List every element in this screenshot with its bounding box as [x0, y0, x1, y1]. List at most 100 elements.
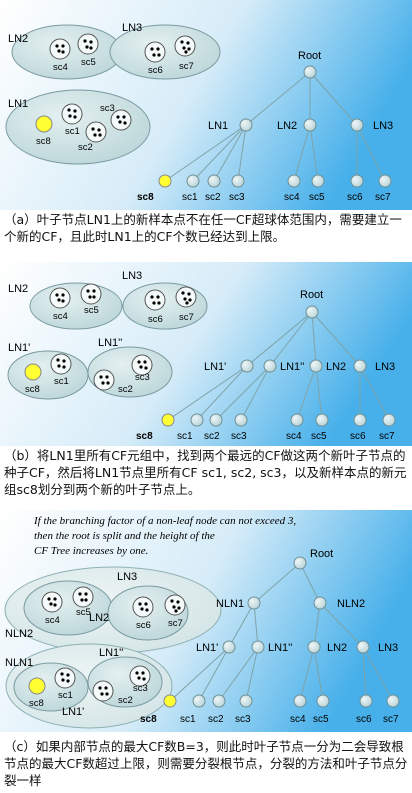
- tree-node-ln2: [307, 640, 321, 654]
- tree-label-root: Root: [310, 548, 333, 560]
- tree-leaf-label: sc2: [208, 714, 224, 725]
- tree-leaf-label: sc7: [383, 714, 399, 725]
- tree-leaf-sc4: [287, 174, 301, 188]
- cluster-ln2: [29, 282, 123, 330]
- caption-c: （c）如果内部节点的最大CF数B=3，则此时叶子节点一分为二会导致根节点的最大C…: [4, 739, 408, 788]
- subcluster-sc4: [49, 287, 71, 309]
- tree-leaf-label: sc3: [231, 431, 247, 442]
- note-line-2: then the root is split and the height of…: [34, 530, 215, 542]
- tree-node-ln3: [350, 118, 364, 132]
- sc-label-sc1: sc1: [54, 376, 69, 387]
- tree-leaf-label: sc3: [235, 714, 251, 725]
- tree-leaf-sc5: [315, 413, 329, 427]
- sc-label-sc8: sc8: [36, 136, 51, 147]
- cluster-ln3: [122, 282, 208, 330]
- cluster-label-ln3: LN3: [117, 571, 137, 583]
- sc-label-sc6: sc6: [148, 65, 163, 76]
- tree-leaf-label: sc8: [136, 431, 153, 442]
- subcluster-sc5: [80, 283, 102, 305]
- tree-leaf-label: sc1: [182, 192, 198, 203]
- tree-leaf-label: sc4: [284, 192, 300, 203]
- tree-edges: [169, 562, 394, 702]
- note-line-3: CF Tree increases by one.: [34, 545, 148, 557]
- sc-label-sc6: sc6: [148, 314, 163, 325]
- tree-leaf-sc7: [378, 174, 392, 188]
- sc-label-sc4: sc4: [53, 62, 68, 73]
- tree-node-ln2: [303, 118, 317, 132]
- panel-a-diagram: LN2 LN3 LN1 sc4 sc5 sc6 sc7 sc8 sc1: [0, 0, 412, 210]
- tree-leaf-sc1: [190, 413, 204, 427]
- subcluster-sc3: [129, 665, 151, 687]
- subcluster-sc2: [93, 369, 115, 391]
- cluster-label-ln2: LN2: [8, 283, 28, 295]
- tree-leaf-label: sc4: [290, 714, 306, 725]
- tree-label-nln1: NLN1: [216, 598, 244, 610]
- tree-node-root: [293, 556, 307, 570]
- sc-label-sc8: sc8: [29, 698, 44, 709]
- sc-label-sc3: sc3: [135, 372, 150, 383]
- tree-leaf-label: sc2: [204, 431, 220, 442]
- panel-a: LN2 LN3 LN1 sc4 sc5 sc6 sc7 sc8 sc1: [0, 0, 412, 210]
- tree-leaf-label: sc7: [379, 431, 395, 442]
- new-point-sc8: [28, 677, 46, 695]
- tree-leaf-sc8: [161, 413, 175, 427]
- tree-edges: [167, 311, 390, 421]
- cluster-ln1-prime: [7, 350, 89, 400]
- tree-node-nln2: [313, 596, 327, 610]
- tree-leaf-sc6: [350, 174, 364, 188]
- sc-label-sc2: sc2: [78, 142, 93, 153]
- sc-label-sc3: sc3: [100, 103, 115, 114]
- tree-leaf-sc7: [382, 413, 396, 427]
- tree-node-ln1-double-prime: [263, 359, 277, 373]
- cluster-label-ln1-double-prime: LN1'': [98, 337, 122, 349]
- sc-label-sc1: sc1: [58, 690, 73, 701]
- tree-label-ln1: LN1: [208, 120, 228, 132]
- sc-label-sc2: sc2: [118, 695, 133, 706]
- tree-leaf-label: sc3: [229, 192, 245, 203]
- tree-node-ln1-prime: [222, 640, 236, 654]
- tree-leaf-sc3: [239, 694, 253, 708]
- tree-leaf-label: sc8: [137, 192, 154, 203]
- sc-label-sc8: sc8: [25, 384, 40, 395]
- sc-label-sc1: sc1: [65, 126, 80, 137]
- tree-label-root: Root: [298, 50, 321, 62]
- tree-label-ln2: LN2: [326, 361, 346, 373]
- tree-leaf-label: sc5: [309, 192, 325, 203]
- sc-label-sc3: sc3: [133, 683, 148, 694]
- sc-label-sc5: sc5: [84, 305, 99, 316]
- subcluster-sc6: [144, 41, 166, 63]
- subcluster-sc2: [92, 680, 114, 702]
- cluster-ln3: [23, 580, 113, 636]
- caption-a: （a）叶子节点LN1上的新样本点不在任一CF超球体范围内，需要建立一个新的CF，…: [4, 212, 402, 244]
- tree-leaf-sc5: [311, 174, 325, 188]
- sc-label-sc6: sc6: [136, 620, 151, 631]
- tree-leaf-label: sc5: [311, 431, 327, 442]
- sc-label-sc5: sc5: [76, 607, 91, 618]
- tree-leaf-label: sc4: [286, 431, 302, 442]
- tree-leaf-sc2: [212, 694, 226, 708]
- tree-leaf-sc5: [316, 694, 330, 708]
- subcluster-sc4: [49, 38, 71, 60]
- tree-leaf-label: sc5: [313, 714, 329, 725]
- cluster-label-ln1-double-prime: LN1'': [99, 647, 123, 659]
- tree-leaf-label: sc6: [350, 431, 366, 442]
- tree-edges: [164, 71, 386, 182]
- tree-label-ln1-double-prime: LN1'': [280, 361, 304, 373]
- sc-label-sc7: sc7: [168, 618, 183, 629]
- tree-leaf-sc6: [353, 413, 367, 427]
- sc-label-sc7: sc7: [179, 61, 194, 72]
- tree-label-ln3: LN3: [373, 120, 393, 132]
- tree-leaf-sc4: [293, 694, 307, 708]
- tree-leaf-label: sc6: [347, 192, 363, 203]
- caption-b: （b）将LN1里所有CF元组中，找到两个最远的CF做这两个新叶子节点的种子CF，…: [4, 448, 407, 497]
- panel-c: If the branching factor of a non-leaf no…: [0, 510, 412, 732]
- tree-leaf-label: sc6: [356, 714, 372, 725]
- tree-leaf-sc3: [234, 413, 248, 427]
- tree-node-ln1-double-prime: [251, 640, 265, 654]
- sc-label-sc7: sc7: [179, 312, 194, 323]
- subcluster-sc5: [77, 33, 99, 55]
- panel-c-diagram: If the branching factor of a non-leaf no…: [0, 510, 412, 732]
- tree-leaf-sc8: [163, 694, 177, 708]
- subcluster-sc2: [85, 121, 107, 143]
- new-point-sc8: [24, 363, 42, 381]
